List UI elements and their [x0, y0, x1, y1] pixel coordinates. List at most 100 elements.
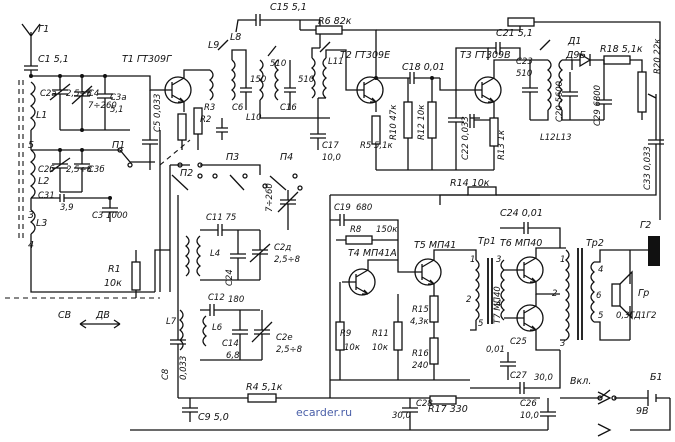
coil-l8 — [230, 59, 236, 101]
svg-text:С15 5,1: С15 5,1 — [270, 2, 307, 13]
svg-text:680: 680 — [356, 203, 372, 213]
svg-text:П1: П1 — [112, 140, 125, 151]
svg-text:С6: С6 — [232, 103, 244, 113]
capacitor-c22 — [448, 88, 464, 170]
svg-text:2,5÷8: 2,5÷8 — [66, 165, 93, 175]
svg-text:10,0: 10,0 — [520, 411, 539, 421]
svg-text:2: 2 — [466, 295, 471, 305]
svg-text:L12: L12 — [540, 133, 556, 143]
capacitor-c3b — [74, 150, 90, 192]
svg-text:Г2: Г2 — [640, 220, 651, 231]
svg-text:П2: П2 — [180, 168, 193, 179]
capacitor-c20 — [562, 72, 578, 120]
coil-l1 — [29, 81, 36, 131]
svg-text:С3б: С3б — [88, 165, 105, 175]
svg-text:9В: 9В — [636, 406, 649, 417]
svg-text:R14 10к: R14 10к — [450, 178, 490, 189]
labels: Г1 С1 5,1 С2а 2,5÷8 С4 7÷260 С3а 5,1 L1 … — [28, 2, 663, 423]
svg-text:R4 5,1к: R4 5,1к — [246, 382, 283, 393]
svg-text:Тр2: Тр2 — [586, 238, 604, 249]
svg-text:С33 0,033: С33 0,033 — [643, 146, 653, 190]
svg-text:L3: L3 — [36, 218, 47, 229]
capacitor-c28 — [402, 398, 418, 430]
svg-text:СВ: СВ — [58, 310, 71, 321]
svg-text:2,5÷8: 2,5÷8 — [276, 345, 303, 355]
svg-text:Гр: Гр — [638, 288, 649, 299]
svg-text:5: 5 — [28, 140, 34, 151]
capacitor-c2e — [251, 310, 273, 360]
svg-text:2,5÷8: 2,5÷8 — [274, 255, 301, 265]
svg-text:С21 5,1: С21 5,1 — [496, 28, 533, 39]
svg-text:R11: R11 — [372, 329, 389, 339]
svg-text:С11 75: С11 75 — [206, 213, 236, 223]
capacitor-c19 — [330, 214, 399, 236]
svg-text:С2б: С2б — [38, 165, 55, 175]
svg-text:7÷260: 7÷260 — [265, 183, 275, 212]
svg-text:0,3ГД1Г2: 0,3ГД1Г2 — [616, 311, 656, 321]
svg-text:L8: L8 — [230, 32, 241, 43]
svg-text:R9: R9 — [340, 329, 351, 339]
capacitor-c2b — [49, 150, 71, 192]
capacitor-c5 — [142, 90, 158, 170]
resistor-r17 — [429, 395, 457, 405]
capacitor-c15 — [235, 14, 321, 48]
capacitor-c1 — [24, 60, 38, 76]
svg-text:10,0: 10,0 — [322, 153, 341, 163]
svg-text:R10 47к: R10 47к — [389, 104, 399, 140]
svg-text:R6 82к: R6 82к — [318, 16, 352, 27]
svg-text:R17 330: R17 330 — [428, 404, 468, 415]
svg-text:4,3к: 4,3к — [410, 317, 430, 327]
resistor-r15 — [429, 295, 439, 323]
battery-b1 — [597, 390, 671, 437]
resistor-r10 — [403, 101, 413, 139]
capacitor-c29 — [596, 60, 612, 120]
coil-l11 — [310, 57, 316, 99]
svg-text:L1: L1 — [36, 110, 47, 121]
svg-text:С9 5,0: С9 5,0 — [198, 412, 229, 423]
coil-l9 — [208, 69, 214, 101]
svg-text:R20 22к: R20 22к — [653, 38, 663, 74]
resistor-r18 — [603, 55, 631, 65]
svg-text:П3: П3 — [226, 152, 239, 163]
svg-text:L10: L10 — [246, 113, 262, 123]
capacitor-c2d — [249, 230, 271, 280]
svg-text:30,0: 30,0 — [534, 373, 553, 383]
svg-text:П4: П4 — [280, 152, 293, 163]
jack-g2 — [630, 236, 660, 266]
transistor-t5 — [410, 258, 442, 286]
capacitor-c11 — [200, 224, 260, 236]
svg-text:L4: L4 — [210, 249, 220, 259]
svg-text:3: 3 — [560, 339, 565, 349]
capacitor-c18 — [376, 72, 440, 84]
resistor-r11 — [393, 321, 403, 351]
svg-text:6: 6 — [596, 291, 602, 301]
coil-l7 — [178, 309, 184, 351]
svg-text:30,0: 30,0 — [392, 411, 411, 421]
svg-text:С23: С23 — [516, 57, 533, 67]
svg-text:С24 0,01: С24 0,01 — [500, 208, 543, 219]
svg-text:Д1: Д1 — [567, 36, 581, 47]
band-arrow — [79, 319, 121, 329]
svg-text:R12 10к: R12 10к — [417, 104, 427, 140]
coil-l13 — [558, 59, 564, 111]
svg-text:180: 180 — [228, 295, 244, 305]
svg-text:2: 2 — [552, 289, 557, 299]
svg-text:С4: С4 — [88, 89, 99, 99]
svg-text:0,033: 0,033 — [179, 356, 189, 380]
svg-text:С2а: С2а — [40, 89, 57, 99]
resistor-r6 — [315, 25, 343, 35]
svg-text:7÷260: 7÷260 — [88, 101, 117, 111]
switch-p4 — [269, 175, 287, 191]
resistor-r16 — [429, 337, 439, 365]
svg-text:2,5÷8: 2,5÷8 — [66, 89, 93, 99]
coil-l2 — [29, 149, 36, 199]
coil-l10 — [258, 59, 264, 101]
capacitor-c7 — [277, 190, 299, 230]
svg-text:4: 4 — [28, 240, 34, 251]
svg-text:С25: С25 — [510, 337, 527, 347]
svg-text:4: 4 — [598, 265, 603, 275]
svg-text:R16: R16 — [412, 349, 429, 359]
svg-text:R5 5,1к: R5 5,1к — [360, 141, 394, 151]
potentiometer-r20 — [637, 71, 647, 113]
